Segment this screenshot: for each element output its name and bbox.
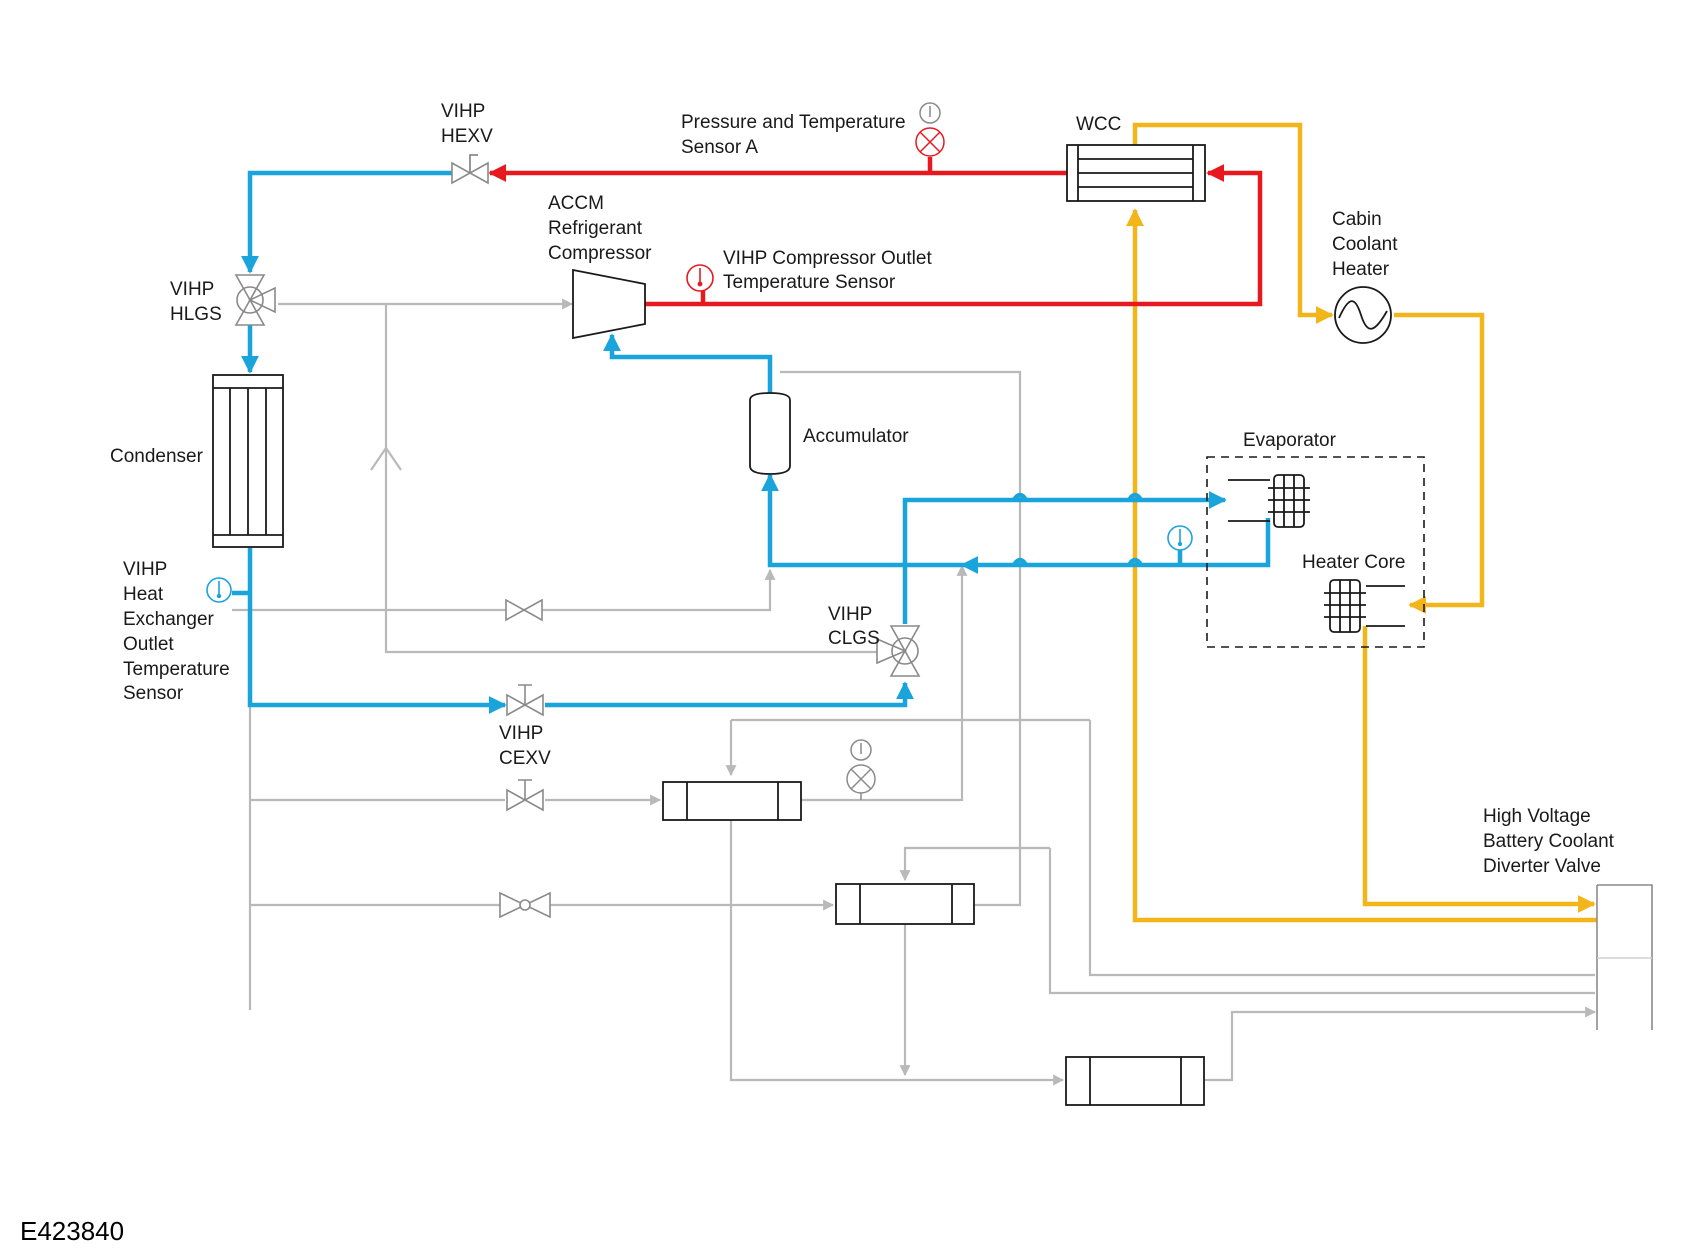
line-crossings bbox=[1012, 492, 1143, 567]
condenser-icon bbox=[212, 374, 284, 548]
cabin-coolant-heater-icon bbox=[1334, 286, 1392, 344]
hx-outlet-temperature-sensor-icon bbox=[206, 577, 232, 603]
hvac-module-box bbox=[1206, 456, 1425, 648]
inactive-piping bbox=[232, 298, 1597, 1086]
heater-core-label: Heater Core bbox=[1302, 552, 1406, 573]
accumulator-icon bbox=[749, 392, 791, 475]
chiller-heat-exchanger bbox=[662, 781, 802, 821]
condenser-label: Condenser bbox=[110, 446, 204, 467]
secondary-heat-exchanger bbox=[835, 883, 975, 925]
gray-check-valve-icon bbox=[499, 891, 551, 919]
compressor-outlet-sensor-icon bbox=[686, 264, 714, 292]
evaporator-icon bbox=[1228, 474, 1310, 528]
accumulator-label: Accumulator bbox=[803, 426, 909, 447]
hot-refrigerant-line bbox=[488, 157, 1263, 307]
heater-core-icon bbox=[1324, 579, 1405, 633]
gray-expansion-valve-icon bbox=[506, 779, 544, 812]
accm-compressor-icon bbox=[572, 268, 646, 340]
wcc-heat-exchanger bbox=[1066, 144, 1206, 202]
wcc-label: WCC bbox=[1076, 114, 1121, 135]
battery-coolant-diverter-valve-icon bbox=[1596, 884, 1653, 1030]
gray-sensor-icon bbox=[846, 739, 876, 800]
evaporator-label: Evaporator bbox=[1243, 430, 1337, 451]
gray-shutoff-valve-icon bbox=[505, 598, 543, 622]
cexv-valve-icon bbox=[506, 684, 544, 717]
lower-heat-exchanger bbox=[1065, 1056, 1205, 1106]
pressure-temperature-sensor-a-icon bbox=[915, 102, 945, 157]
hlgs-valve-icon bbox=[234, 274, 276, 326]
clgs-valve-icon bbox=[876, 625, 921, 677]
figure-code: E423840 bbox=[20, 1216, 124, 1246]
hexv-valve-icon bbox=[451, 154, 489, 185]
coolant-loop bbox=[1126, 122, 1597, 923]
cold-refrigerant-line bbox=[232, 170, 1271, 714]
evaporator-temperature-sensor-icon bbox=[1167, 525, 1193, 551]
